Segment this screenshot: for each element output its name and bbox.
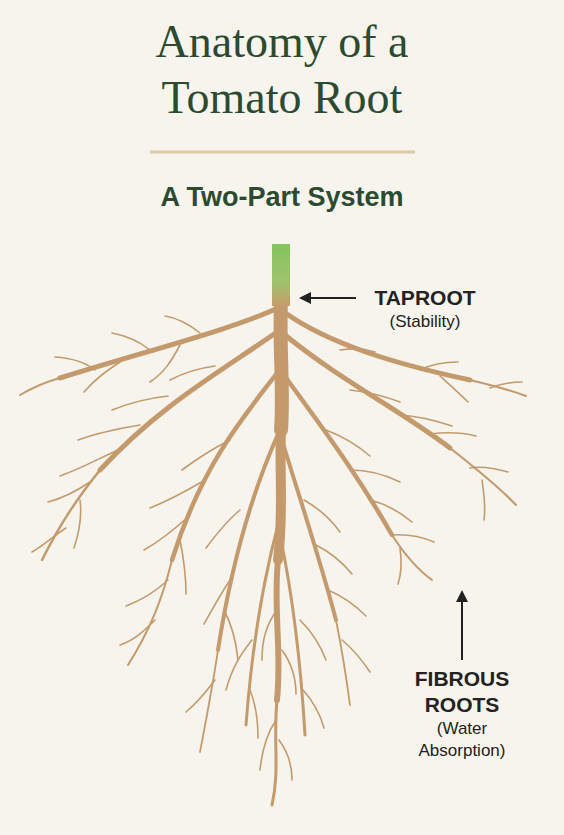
root-system [20,300,526,805]
divider-line [150,151,415,154]
title-block: Anatomy of a Tomato Root [0,14,564,126]
label-group: FIBROUS ROOTS(Water Absorption) [404,666,520,762]
part-name: FIBROUS ROOTS [404,666,520,718]
label-group: TAPROOT(Stability) [350,285,500,333]
fibrous-leader [456,590,468,660]
stem [272,244,290,306]
subtitle: A Two-Part System [0,180,564,214]
part-name: TAPROOT [374,285,475,311]
part-function: (Water Absorption) [404,718,520,762]
taproot-leader [299,292,356,304]
part-function: (Stability) [390,311,461,333]
title: Anatomy of a Tomato Root [117,14,447,126]
